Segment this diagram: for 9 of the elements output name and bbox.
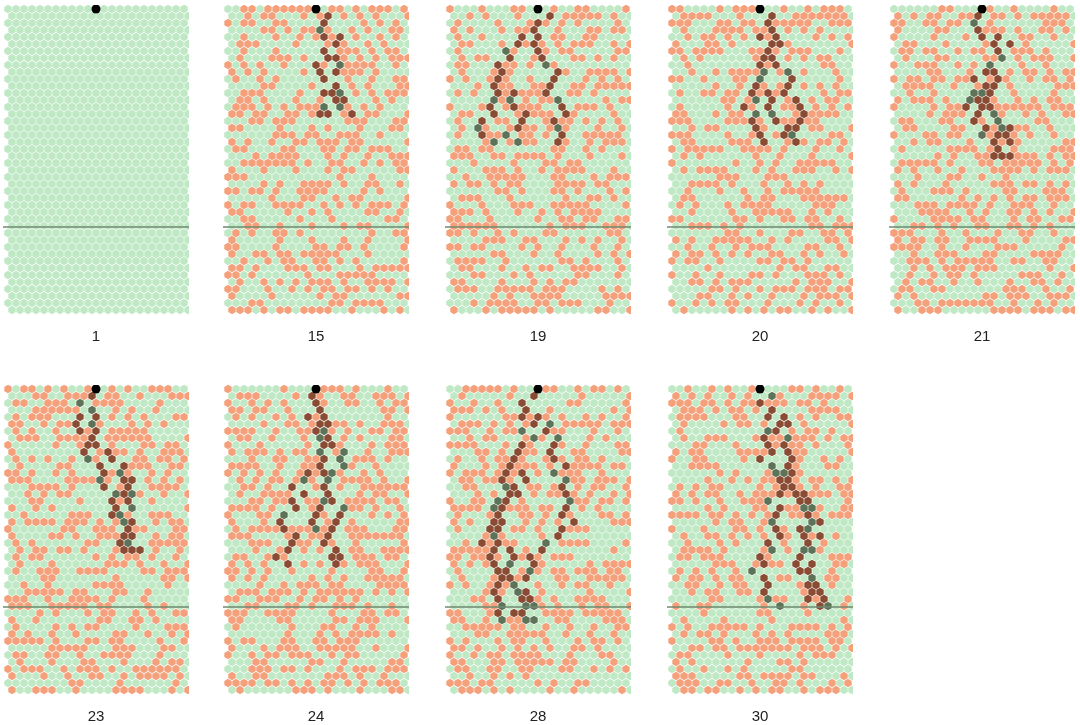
panel-number: 23 [87, 707, 105, 724]
panel-number: 24 [307, 707, 325, 724]
panel-number: 21 [973, 327, 991, 344]
panel-number: 20 [751, 327, 769, 344]
panel-number: 15 [307, 327, 325, 344]
panel-number: 28 [529, 707, 547, 724]
panel-number: 1 [91, 327, 101, 344]
panel-number: 19 [529, 327, 547, 344]
panel-number: 30 [751, 707, 769, 724]
